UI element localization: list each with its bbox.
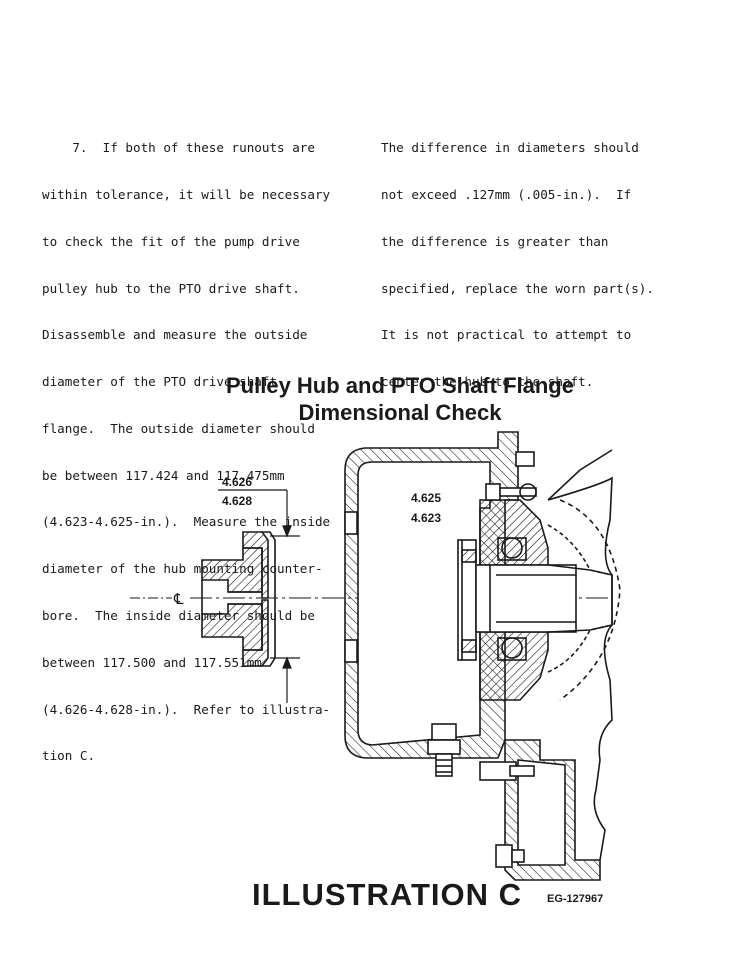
- text-line: (4.623-4.625-in.). Measure the inside: [42, 514, 331, 530]
- centerline-symbol: ℄: [173, 591, 184, 608]
- text-line: tion C.: [42, 748, 96, 764]
- text-line: 7. If both of these runouts are: [42, 140, 315, 156]
- text-line: to check the fit of the pump drive: [42, 233, 300, 249]
- instruction-right-column: The difference in diameters should not e…: [381, 109, 711, 405]
- figure-title: Pulley Hub and PTO Shaft Flange: [226, 373, 574, 398]
- text-line: the difference is greater than: [381, 233, 609, 249]
- text-line: not exceed .127mm (.005-in.). If: [381, 186, 632, 202]
- hub-dimension: [218, 489, 300, 703]
- illustration-caption: ILLUSTRATION C: [252, 877, 523, 912]
- text-line: be between 117.424 and 117.475mm: [42, 467, 285, 483]
- text-line: diameter of the PTO drive shaft: [42, 374, 278, 390]
- hub-dimension-lower-value: 4.628: [222, 494, 252, 508]
- text-line: It is not practical to attempt to: [381, 327, 632, 343]
- text-line: specified, replace the worn part(s).: [381, 280, 654, 296]
- text-line: Disassemble and measure the outside: [42, 327, 308, 343]
- text-line: pulley hub to the PTO drive shaft.: [42, 280, 300, 296]
- figure-subtitle: Dimensional Check: [298, 400, 502, 425]
- flange-dimension-lower-value: 4.623: [411, 511, 441, 525]
- text-line: The difference in diameters should: [381, 140, 639, 156]
- hub-dimension-upper-value: 4.626: [222, 475, 252, 489]
- housing: [344, 431, 621, 881]
- text-line: center the hub to the shaft.: [381, 374, 594, 390]
- pulley-hub: [201, 531, 276, 667]
- figure-code: EG-127967: [547, 893, 604, 905]
- flange-dimension-upper-value: 4.625: [411, 491, 441, 505]
- text-line: within tolerance, it will be necessary: [42, 186, 331, 202]
- text-line: flange. The outside diameter should: [42, 420, 315, 436]
- instruction-left-column: 7. If both of these runouts are within t…: [42, 109, 362, 780]
- text-line: (4.626-4.628-in.). Refer to illustra-: [42, 701, 331, 717]
- text-line: between 117.500 and 117.551mm: [42, 654, 262, 670]
